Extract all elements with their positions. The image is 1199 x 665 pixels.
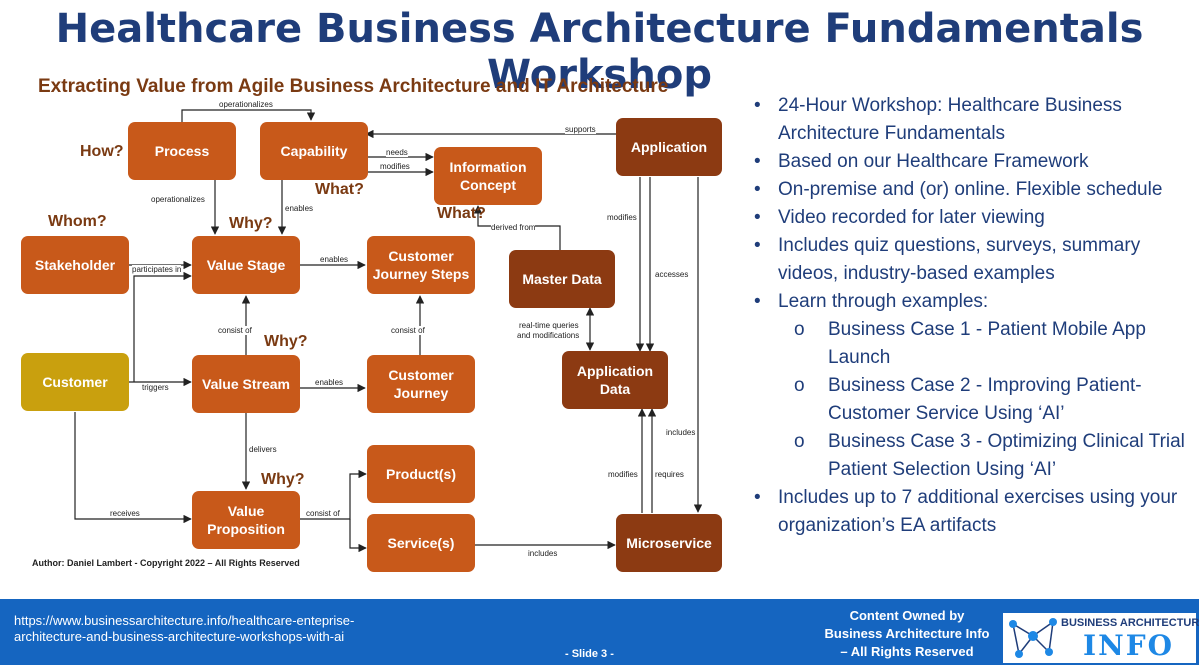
edge-consist-of-prop [299,469,367,520]
bullet-item: 24-Hour Workshop: Healthcare Business Ar… [748,92,1188,148]
label-includes-bottom: includes [528,549,558,558]
label-delivers: delivers [249,445,277,454]
node-value-stage: Value Stage [192,236,300,294]
label-receives: receives [110,509,140,518]
question-why-value-stream: Why? [264,333,308,350]
node-application: Application [616,118,722,176]
bullet-item: Includes up to 7 additional exercises us… [748,484,1188,540]
node-master-data: Master Data [509,250,615,308]
bullet-item: Includes quiz questions, surveys, summar… [748,232,1188,288]
ownership-notice: Content Owned by Business Architecture I… [812,607,1002,661]
bullet-item: Video recorded for later viewing [748,204,1188,232]
label-consist-of-stage: consist of [218,326,252,335]
label-supports: supports [565,125,596,134]
node-information-concept: Information Concept [434,147,542,205]
label-consist-of-journey: consist of [391,326,425,335]
footer-bar: https://www.businessarchitecture.info/he… [0,599,1199,665]
label-enables-value-stage: enables [320,255,349,264]
label-consist-of-prop: consist of [306,509,340,518]
slide-number: - Slide 3 - [565,648,614,660]
label-participates-in: participates in [132,265,182,274]
label-includes-right: includes [666,428,696,437]
label-accesses: accesses [655,270,689,279]
label-triggers: triggers [142,383,169,392]
logo-text-bottom: INFO [1083,629,1174,662]
node-customer-journey-steps: Customer Journey Steps [367,236,475,294]
bullet-item: Learn through examples: [748,288,1188,316]
label-realtime-queries: real-time queries [519,321,579,330]
ownership-line-3: – All Rights Reserved [840,644,974,659]
question-why-value-proposition: Why? [261,471,305,488]
label-requires: requires [655,470,684,479]
node-customer: Customer [21,353,129,411]
author-credit: Author: Daniel Lambert - Copyright 2022 … [32,558,300,568]
sub-bullet-item: Business Case 3 - Optimizing Clinical Tr… [748,428,1188,484]
question-what-capability: What? [315,181,364,198]
edge-customer-stage [133,271,192,382]
label-enables-value-stream: enables [315,378,344,387]
label-enables-capability: enables [285,204,314,213]
page-title: Healthcare Business Architecture Fundame… [55,6,1144,98]
business-architecture-logo: BUSINESS ARCHITECTURE INFO [1003,613,1199,663]
edge-operationalizes-top [181,109,316,122]
footer-url-link[interactable]: https://www.businessarchitecture.info/he… [14,613,355,644]
label-operationalizes: operationalizes [151,195,205,204]
node-stakeholder: Stakeholder [21,236,129,294]
question-how: How? [80,143,124,160]
question-what-info: What? [437,205,486,222]
label-needs: needs [386,148,408,157]
diagram-subtitle: Extracting Value from Agile Business Arc… [38,76,669,97]
question-why-value-stage: Why? [229,215,273,232]
node-application-data: Application Data [562,351,668,409]
label-derived-from: derived from [491,223,536,232]
label-modifies-info: modifies [380,162,410,171]
node-products: Product(s) [367,445,475,503]
node-microservice: Microservice [616,514,722,572]
label-modifies-micro: modifies [608,470,638,479]
logo-text-top: BUSINESS ARCHITECTURE [1061,617,1199,629]
label-operationalizes-top: operationalizes [219,100,273,109]
sub-bullet-item: Business Case 2 - Improving Patient-Cust… [748,372,1188,428]
network-icon [1009,618,1057,658]
bullet-item: Based on our Healthcare Framework [748,148,1188,176]
ownership-line-2: Business Architecture Info [824,626,990,641]
ownership-line-1: Content Owned by [849,608,965,623]
node-value-stream: Value Stream [192,355,300,413]
node-process: Process [128,122,236,180]
node-capability: Capability [260,122,368,180]
question-whom: Whom? [48,213,107,230]
edge-receives [74,412,192,524]
label-and-modifications: and modifications [517,331,580,340]
bullet-item: On-premise and (or) online. Flexible sch… [748,176,1188,204]
node-value-proposition: Value Proposition [192,491,300,549]
node-customer-journey: Customer Journey [367,355,475,413]
edge-consist-of-prop-2 [349,519,367,553]
sub-bullet-item: Business Case 1 - Patient Mobile App Lau… [748,316,1188,372]
bullet-list: 24-Hour Workshop: Healthcare Business Ar… [748,92,1188,540]
label-modifies-app: modifies [607,213,637,222]
node-services: Service(s) [367,514,475,572]
